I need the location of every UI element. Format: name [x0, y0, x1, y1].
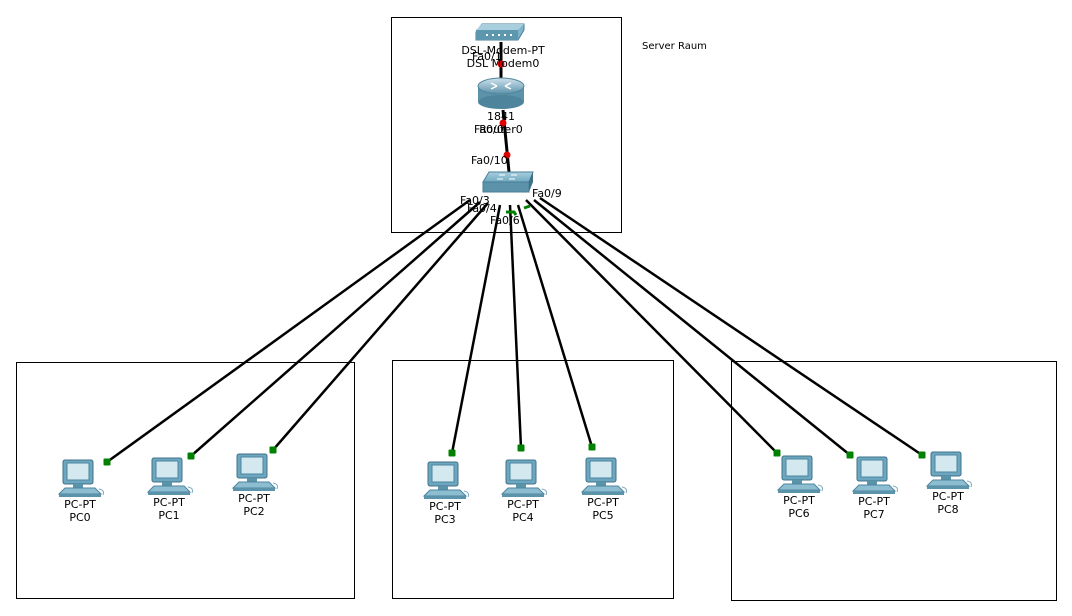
pc-icon	[852, 456, 898, 495]
port-label-switch-fa0-4: Fa0/4	[467, 202, 497, 215]
link-status-pc0	[103, 458, 111, 466]
link-status-switch-ports	[506, 204, 531, 216]
link-switch-pc3[interactable]	[450, 204, 502, 454]
link-switch-pc1[interactable]	[190, 201, 481, 457]
pc-icon	[232, 453, 278, 492]
pc-icon	[423, 461, 469, 500]
link-switch-pc4[interactable]	[508, 204, 523, 449]
pc-model-label: PC-PT	[153, 496, 185, 509]
pc-icon	[501, 459, 547, 498]
pc-model-label: PC-PT	[932, 490, 964, 503]
pc-name-label: PC4	[512, 511, 533, 524]
pc-name-label: PC8	[937, 503, 958, 516]
pc-name-label: PC3	[434, 513, 455, 526]
pc-icon	[581, 457, 627, 496]
link-status-router-up	[499, 119, 507, 127]
pc-model-label: PC-PT	[858, 495, 890, 508]
links-layer	[103, 42, 926, 466]
pc-icon	[926, 451, 972, 490]
link-status-pc3	[448, 449, 456, 457]
pc-model-label: PC-PT	[587, 496, 619, 509]
port-label-switch-fa0-6: Fa0/6	[490, 214, 520, 227]
port-label-switch-fa0-10: Fa0/10	[471, 154, 508, 167]
pc-icon	[58, 459, 104, 498]
pc-model-label: PC-PT	[429, 500, 461, 513]
pc-model-label: PC-PT	[507, 498, 539, 511]
link-switch-pc2[interactable]	[272, 202, 489, 451]
link-switch-pc5[interactable]	[516, 204, 594, 448]
switch-2960[interactable]	[482, 171, 534, 193]
router-1841[interactable]	[477, 77, 525, 109]
dsl-modem[interactable]	[475, 23, 525, 41]
pc-name-label: PC6	[788, 507, 809, 520]
link-status-pc4	[517, 444, 525, 452]
router-model-label: 1841	[487, 110, 515, 123]
pc-model-label: PC-PT	[238, 492, 270, 505]
link-status-pc7	[846, 451, 854, 459]
area-middle[interactable]	[392, 360, 674, 599]
port-label-modem-fa0-1: Fa0/1	[472, 50, 502, 63]
pc-name-label: PC0	[69, 511, 90, 524]
pc-name-label: PC7	[863, 508, 884, 521]
link-switch-pc6[interactable]	[525, 199, 778, 454]
link-status-pc5	[588, 443, 596, 451]
link-status-switch-up	[503, 151, 511, 159]
link-status-pc6	[773, 449, 781, 457]
switch-icon	[482, 171, 534, 183]
pc-model-label: PC-PT	[64, 498, 96, 511]
pc-name-label: PC2	[243, 505, 264, 518]
link-switch-pc0[interactable]	[106, 198, 471, 464]
area-right[interactable]	[731, 361, 1057, 601]
port-label-switch-fa0-3: Fa0/3	[460, 194, 490, 207]
pc-icon	[777, 455, 823, 494]
router-name-label: Router0	[479, 123, 522, 136]
area-left[interactable]	[16, 362, 355, 599]
link-status-pc1	[187, 452, 195, 460]
pc-name-label: PC5	[592, 509, 613, 522]
pc-icon	[147, 457, 193, 496]
modem-model-label: DSL-Modem-PT	[461, 44, 545, 57]
area-server-raum[interactable]	[391, 17, 622, 233]
pc-model-label: PC-PT	[783, 494, 815, 507]
modem-name-label: DSL Modem0	[467, 57, 540, 70]
port-label-switch-fa0-9: Fa0/9	[532, 187, 562, 200]
link-switch-pc7[interactable]	[533, 199, 851, 456]
area-label-server-raum: Server Raum	[642, 41, 707, 52]
port-label-router-fa0-0: Fa0/0	[474, 123, 504, 136]
link-status-pc2	[269, 446, 277, 454]
link-switch-pc8[interactable]	[539, 196, 923, 457]
link-status-pc8	[918, 451, 926, 459]
link-status-modem-router	[497, 60, 505, 68]
pc-name-label: PC1	[158, 509, 179, 522]
